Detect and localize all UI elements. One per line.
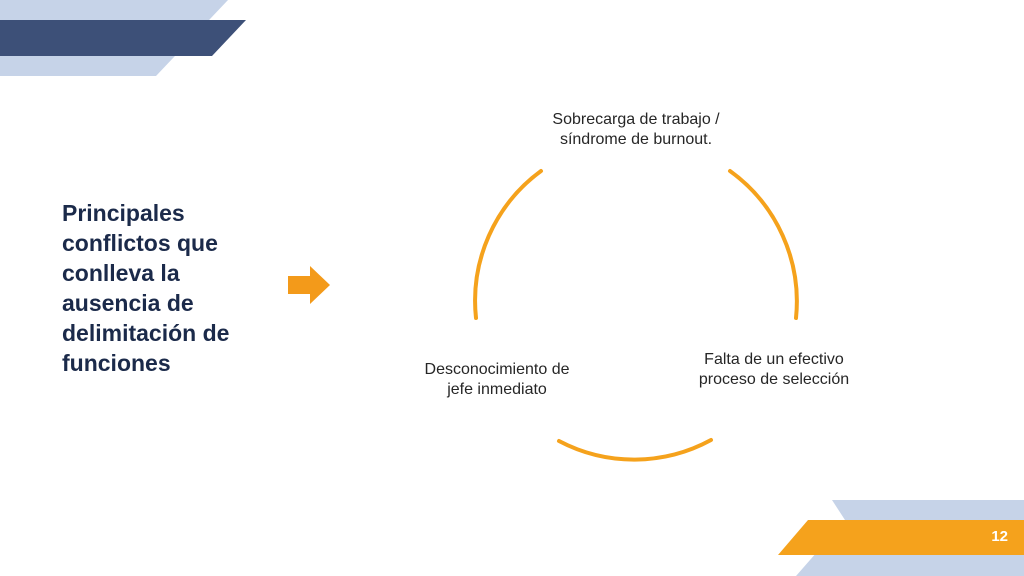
orange-band-shape (778, 520, 1024, 555)
cycle-arc-bottom (557, 438, 713, 462)
page-number: 12 (991, 528, 1008, 545)
cycle-arc-left (473, 169, 543, 320)
cycle-node-supervisor: Desconocimiento de jefe inmediato (424, 361, 570, 398)
slide-title: Principales conflictos que conlleva la a… (62, 200, 230, 376)
arrow-right-icon (288, 266, 330, 304)
cycle-node-selection: Falta de un efectivo proceso de selecció… (698, 351, 850, 388)
cycle-node-workload: Sobrecarga de trabajo / síndrome de burn… (552, 111, 720, 148)
cycle-arc-top-right (728, 169, 799, 320)
top-left-decoration (0, 0, 246, 76)
navy-band-shape (0, 20, 246, 56)
